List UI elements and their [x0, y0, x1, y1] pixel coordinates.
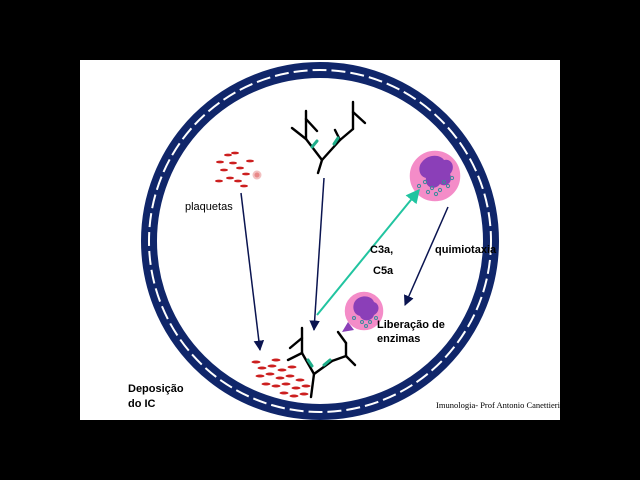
highlight-dot: [254, 172, 261, 179]
platelet-icon: [215, 152, 254, 188]
chemotaxis-arrow: [405, 207, 448, 305]
label-c5a: C5a: [373, 265, 393, 277]
label-liberacao: Liberação de: [377, 319, 445, 331]
label-enzimas: enzimas: [377, 333, 420, 345]
platelet-icon: [252, 359, 311, 398]
label-deposicao: Deposição: [128, 383, 184, 395]
label-c3a: C3a,: [370, 244, 393, 256]
platelet-arrow: [241, 193, 260, 350]
label-plaquetas: plaquetas: [185, 201, 233, 213]
antibody-icon: [288, 328, 355, 397]
immune-complex-diagram: [80, 60, 560, 420]
slide: plaquetas C3a, C5a quimiotaxia Liberação…: [80, 60, 560, 420]
antibody-icon: [292, 102, 365, 173]
label-quimiotaxia: quimiotaxia: [435, 244, 496, 256]
label-do-ic: do IC: [128, 398, 156, 410]
footer-credit: Imunologia- Prof Antonio Canettieri: [436, 400, 560, 410]
